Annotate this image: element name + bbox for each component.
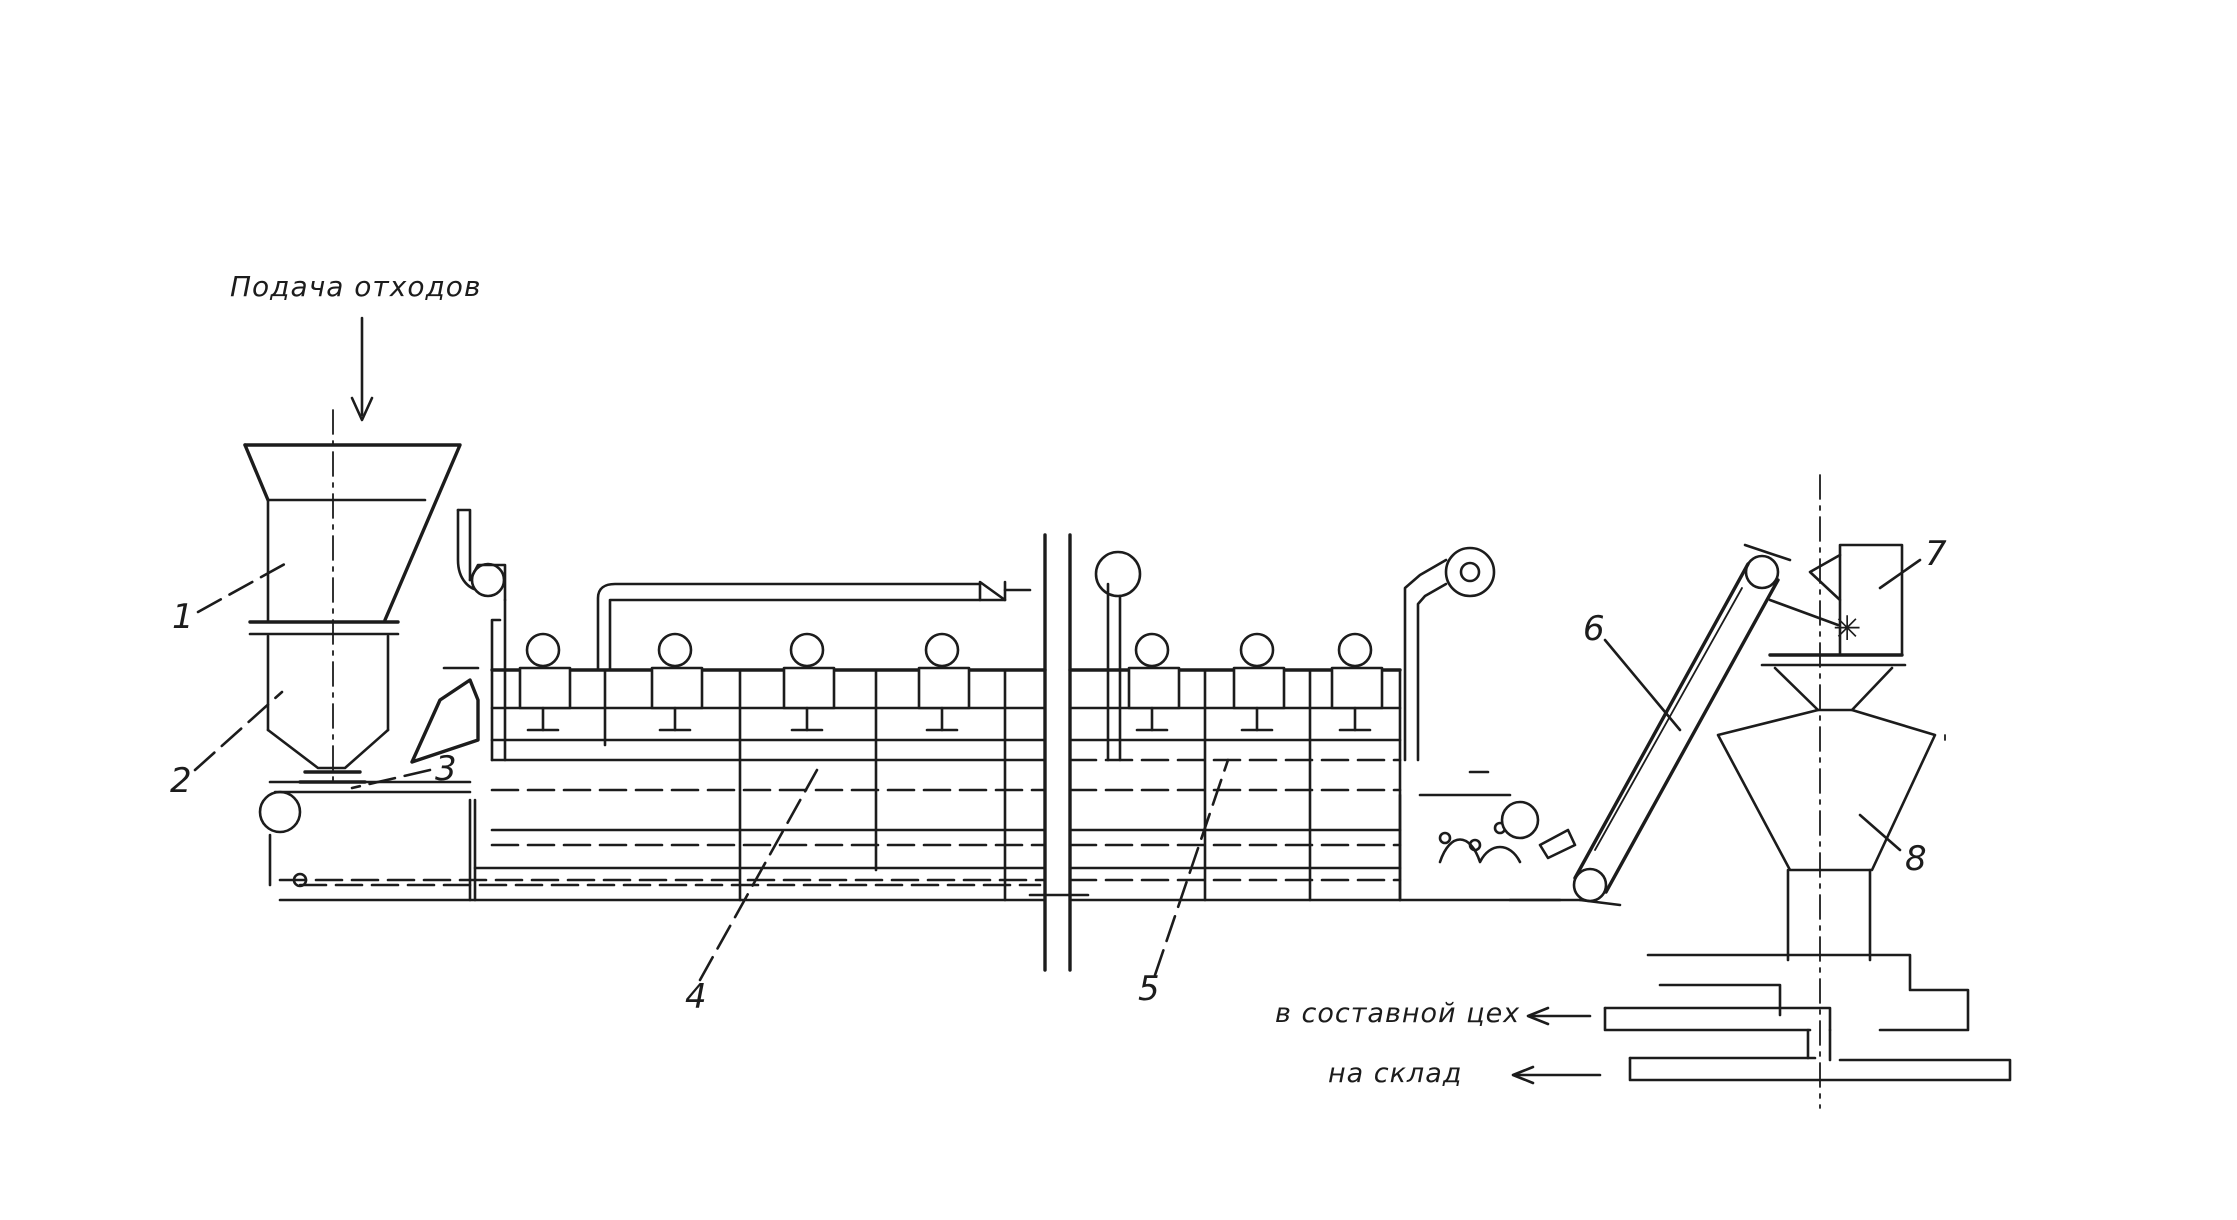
feed-conveyor-3 [258,780,472,888]
output-arrows [1511,1006,1602,1085]
bunker-8 [1603,653,2012,1082]
waste-feed-label: Подача отходов [230,270,481,303]
inlet-hood-fan [410,508,507,764]
callout-7: 7 [1925,534,1947,574]
callout-6: 6 [1583,609,1605,649]
waste-feed-arrow [350,316,374,422]
callout-3: 3 [435,749,457,789]
callout-1: 1 [172,597,194,637]
to-warehouse-label: на склад [1328,1058,1462,1089]
callout-2: 2 [170,761,192,801]
cooler-section-5 [1068,550,1562,902]
discharge-unit [1398,770,1582,902]
rotary-valve-icon: ✳ [1833,609,1862,649]
exhaust-fan [1403,546,1496,762]
separator-7: ✳ [1768,543,1904,657]
feeder-2 [266,634,390,784]
callout-8: 8 [1905,839,1927,879]
hopper-1 [243,443,462,636]
dryer-section-4 [278,632,1047,902]
callout-4: 4 [685,977,707,1017]
inclined-elevator-6 [1572,543,1792,907]
section-break-shaft [1028,533,1090,972]
to-composition-shop-label: в составной цех [1275,998,1520,1029]
callout-leaders [193,558,1922,982]
top-air-duct-valve [596,580,1032,672]
callout-5: 5 [1138,969,1160,1009]
